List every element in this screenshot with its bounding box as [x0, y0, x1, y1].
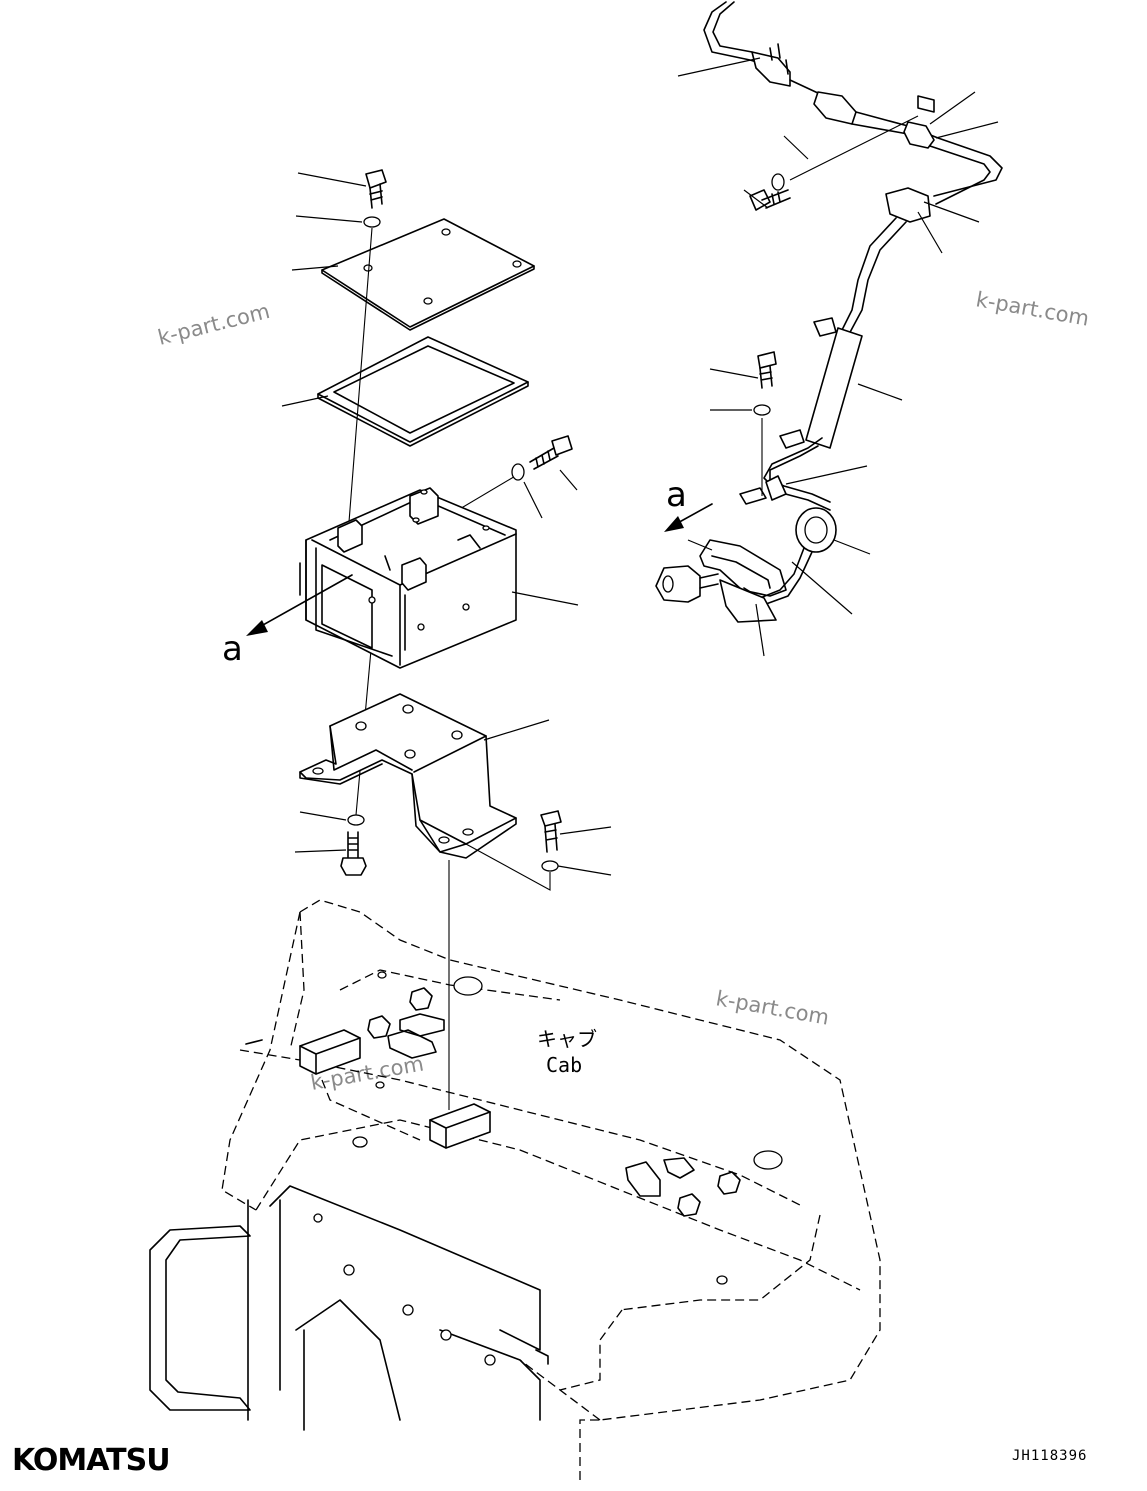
- battery-rubber-frame: [317, 336, 529, 447]
- mount-bracket: [299, 693, 517, 859]
- svg-text:Cab: Cab: [546, 1053, 582, 1077]
- drawing-code: JH118396: [1012, 1448, 1087, 1464]
- top-washer: [363, 216, 381, 228]
- watermark: k-part.com: [974, 287, 1091, 330]
- top-bolt: [365, 169, 387, 209]
- view-arrow-a-main: a: [222, 574, 353, 669]
- watermark: k-part.com: [155, 299, 272, 350]
- battery-cover-plate: [321, 218, 535, 331]
- lower-bolt-left: [340, 831, 367, 876]
- svg-text:キャブ: キャブ: [537, 1027, 597, 1051]
- clamp-bolt: [757, 351, 777, 389]
- lower-washer-left: [347, 814, 365, 826]
- komatsu-logo: KOMATSU: [12, 1443, 171, 1478]
- harness-washer: [771, 173, 785, 191]
- harness-bolt: [749, 189, 791, 211]
- cab-label: キャブ Cab: [537, 1027, 597, 1077]
- svg-text:a: a: [666, 475, 687, 515]
- lower-bolt-right: [540, 810, 562, 853]
- leader-lines: [281, 57, 999, 876]
- svg-text:a: a: [222, 629, 243, 669]
- battery-box: [299, 487, 517, 669]
- watermark: k-part.com: [714, 986, 831, 1029]
- svg-text:KOMATSU: KOMATSU: [12, 1443, 170, 1478]
- clamp-washer: [753, 404, 771, 416]
- cab-roof: [149, 899, 881, 1480]
- side-bolt: [529, 435, 573, 470]
- view-arrow-a-harness: a: [664, 475, 713, 532]
- wiring-harness: [655, 1, 1003, 623]
- side-washer: [511, 463, 525, 481]
- lower-washer-right: [541, 860, 559, 872]
